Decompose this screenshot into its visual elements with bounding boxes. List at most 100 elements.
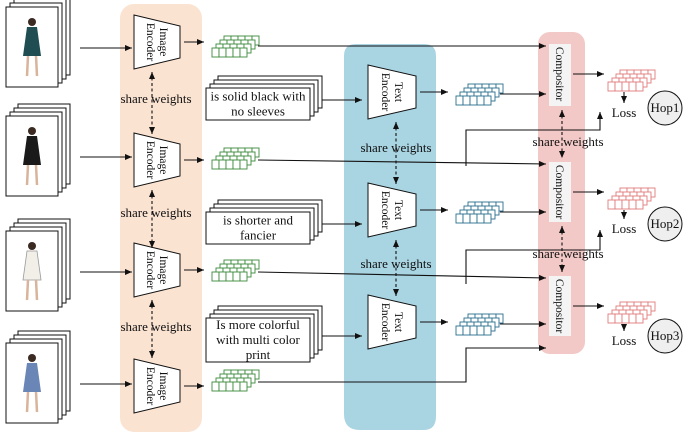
model-leg [25, 55, 30, 77]
feature-cell [211, 47, 220, 58]
feature-cell [462, 325, 471, 336]
caption-text: no sleeves [231, 104, 285, 119]
share-weights-label: share weights [120, 319, 191, 334]
text-encoder-label: TextEncoder [379, 303, 404, 341]
dress-shape [22, 250, 42, 281]
image-encoder-line2: Encoder [144, 23, 156, 61]
feature-cell [225, 381, 234, 392]
feature-cell [607, 81, 616, 92]
feature-cell [239, 159, 248, 170]
caption-text: is solid black with [211, 89, 306, 104]
caption-text: is shorter and [223, 213, 294, 228]
hop2-reference-arrow [257, 159, 547, 167]
caption-text: with multi color [216, 332, 300, 347]
feature-cell [635, 199, 644, 210]
caption-text: print [246, 347, 271, 362]
image-encoder: ImageEncoder [133, 358, 181, 414]
text-encoder-trapezoid [367, 182, 417, 238]
text-feature-stack [455, 313, 504, 336]
loss-label: Loss [612, 221, 637, 236]
text-encoder-trapezoid [367, 294, 417, 350]
image-encoder-line2: Encoder [144, 367, 156, 405]
composed-feature-stack [607, 69, 656, 92]
image-stack [5, 103, 71, 197]
image-stack [5, 330, 71, 424]
text-encoder-line2: Encoder [379, 73, 391, 111]
composed-feature-stack [607, 187, 656, 210]
hop2-loss-feed-arrow [465, 230, 603, 284]
feature-cell [211, 271, 220, 282]
image-feature-stack [211, 369, 260, 392]
feature-cell [469, 325, 478, 336]
text-encoder-line2: Encoder [379, 191, 391, 229]
feature-cell [225, 159, 234, 170]
hop1-loss-feed-arrow [465, 112, 603, 166]
image-encoder-line1: Image [157, 256, 169, 285]
feature-cell [607, 199, 616, 210]
caption-frame [205, 211, 311, 245]
feature-cell [462, 95, 471, 106]
compositor: Compositor [549, 162, 571, 222]
feature-cell [218, 271, 227, 282]
feature-cell [455, 95, 464, 106]
hop-badge-label: Hop1 [651, 100, 680, 115]
feature-cell [628, 81, 637, 92]
share-weights-label: share weights [120, 205, 191, 220]
hop-badge: Hop1 [647, 90, 683, 126]
feature-cell [483, 325, 492, 336]
feature-cell [628, 199, 637, 210]
feature-cell [614, 313, 623, 324]
feature-cell [476, 95, 485, 106]
image-encoder-label: ImageEncoder [144, 23, 169, 61]
image-encoder-panel [120, 4, 202, 432]
image-encoder-line1: Image [157, 28, 169, 57]
hop-badge-circle [647, 318, 683, 354]
dress-shape [23, 136, 41, 165]
image-encoder-trapezoid [133, 242, 181, 298]
feature-cell [614, 81, 623, 92]
image-encoder-label: ImageEncoder [144, 251, 169, 289]
feature-cell [225, 271, 234, 282]
feature-cell [621, 81, 630, 92]
hop-badge-label: Hop2 [651, 216, 680, 231]
image-encoder: ImageEncoder [133, 132, 181, 188]
image-encoder-trapezoid [133, 132, 181, 188]
text-encoder: TextEncoder [367, 294, 417, 350]
feature-cell [476, 325, 485, 336]
hop3-reference-arrow [257, 271, 547, 281]
feature-cell [225, 47, 234, 58]
feature-cell [483, 95, 492, 106]
compositor-box [549, 44, 571, 106]
image-feature-stack [211, 35, 260, 58]
feature-cell [628, 313, 637, 324]
model-head [28, 242, 36, 250]
feature-cell [607, 313, 616, 324]
image-encoder-line2: Encoder [144, 251, 156, 289]
image-encoder: ImageEncoder [133, 242, 181, 298]
feature-cell [469, 213, 478, 224]
loss-label: Loss [612, 105, 637, 120]
feature-cell [232, 47, 241, 58]
image-encoder-line1: Image [157, 146, 169, 175]
model-leg [34, 391, 39, 413]
share-weights-label: share weights [532, 134, 603, 149]
loss-label: Loss [612, 333, 637, 348]
text-encoder-trapezoid [367, 64, 417, 120]
text-encoder-line1: Text [392, 82, 404, 103]
text-encoder-line1: Text [392, 312, 404, 333]
feature-cell [211, 159, 220, 170]
caption-frame [205, 317, 311, 363]
share-weights-label: share weights [360, 256, 431, 271]
text-encoder: TextEncoder [367, 64, 417, 120]
model-leg [34, 164, 39, 186]
hop-badge-label: Hop3 [651, 328, 680, 343]
caption-text: fancier [240, 228, 277, 243]
feature-cell [621, 199, 630, 210]
dress-shape [23, 363, 41, 392]
feature-cell [239, 271, 248, 282]
hop-badge-circle [647, 90, 683, 126]
hop-badge-circle [647, 206, 683, 242]
